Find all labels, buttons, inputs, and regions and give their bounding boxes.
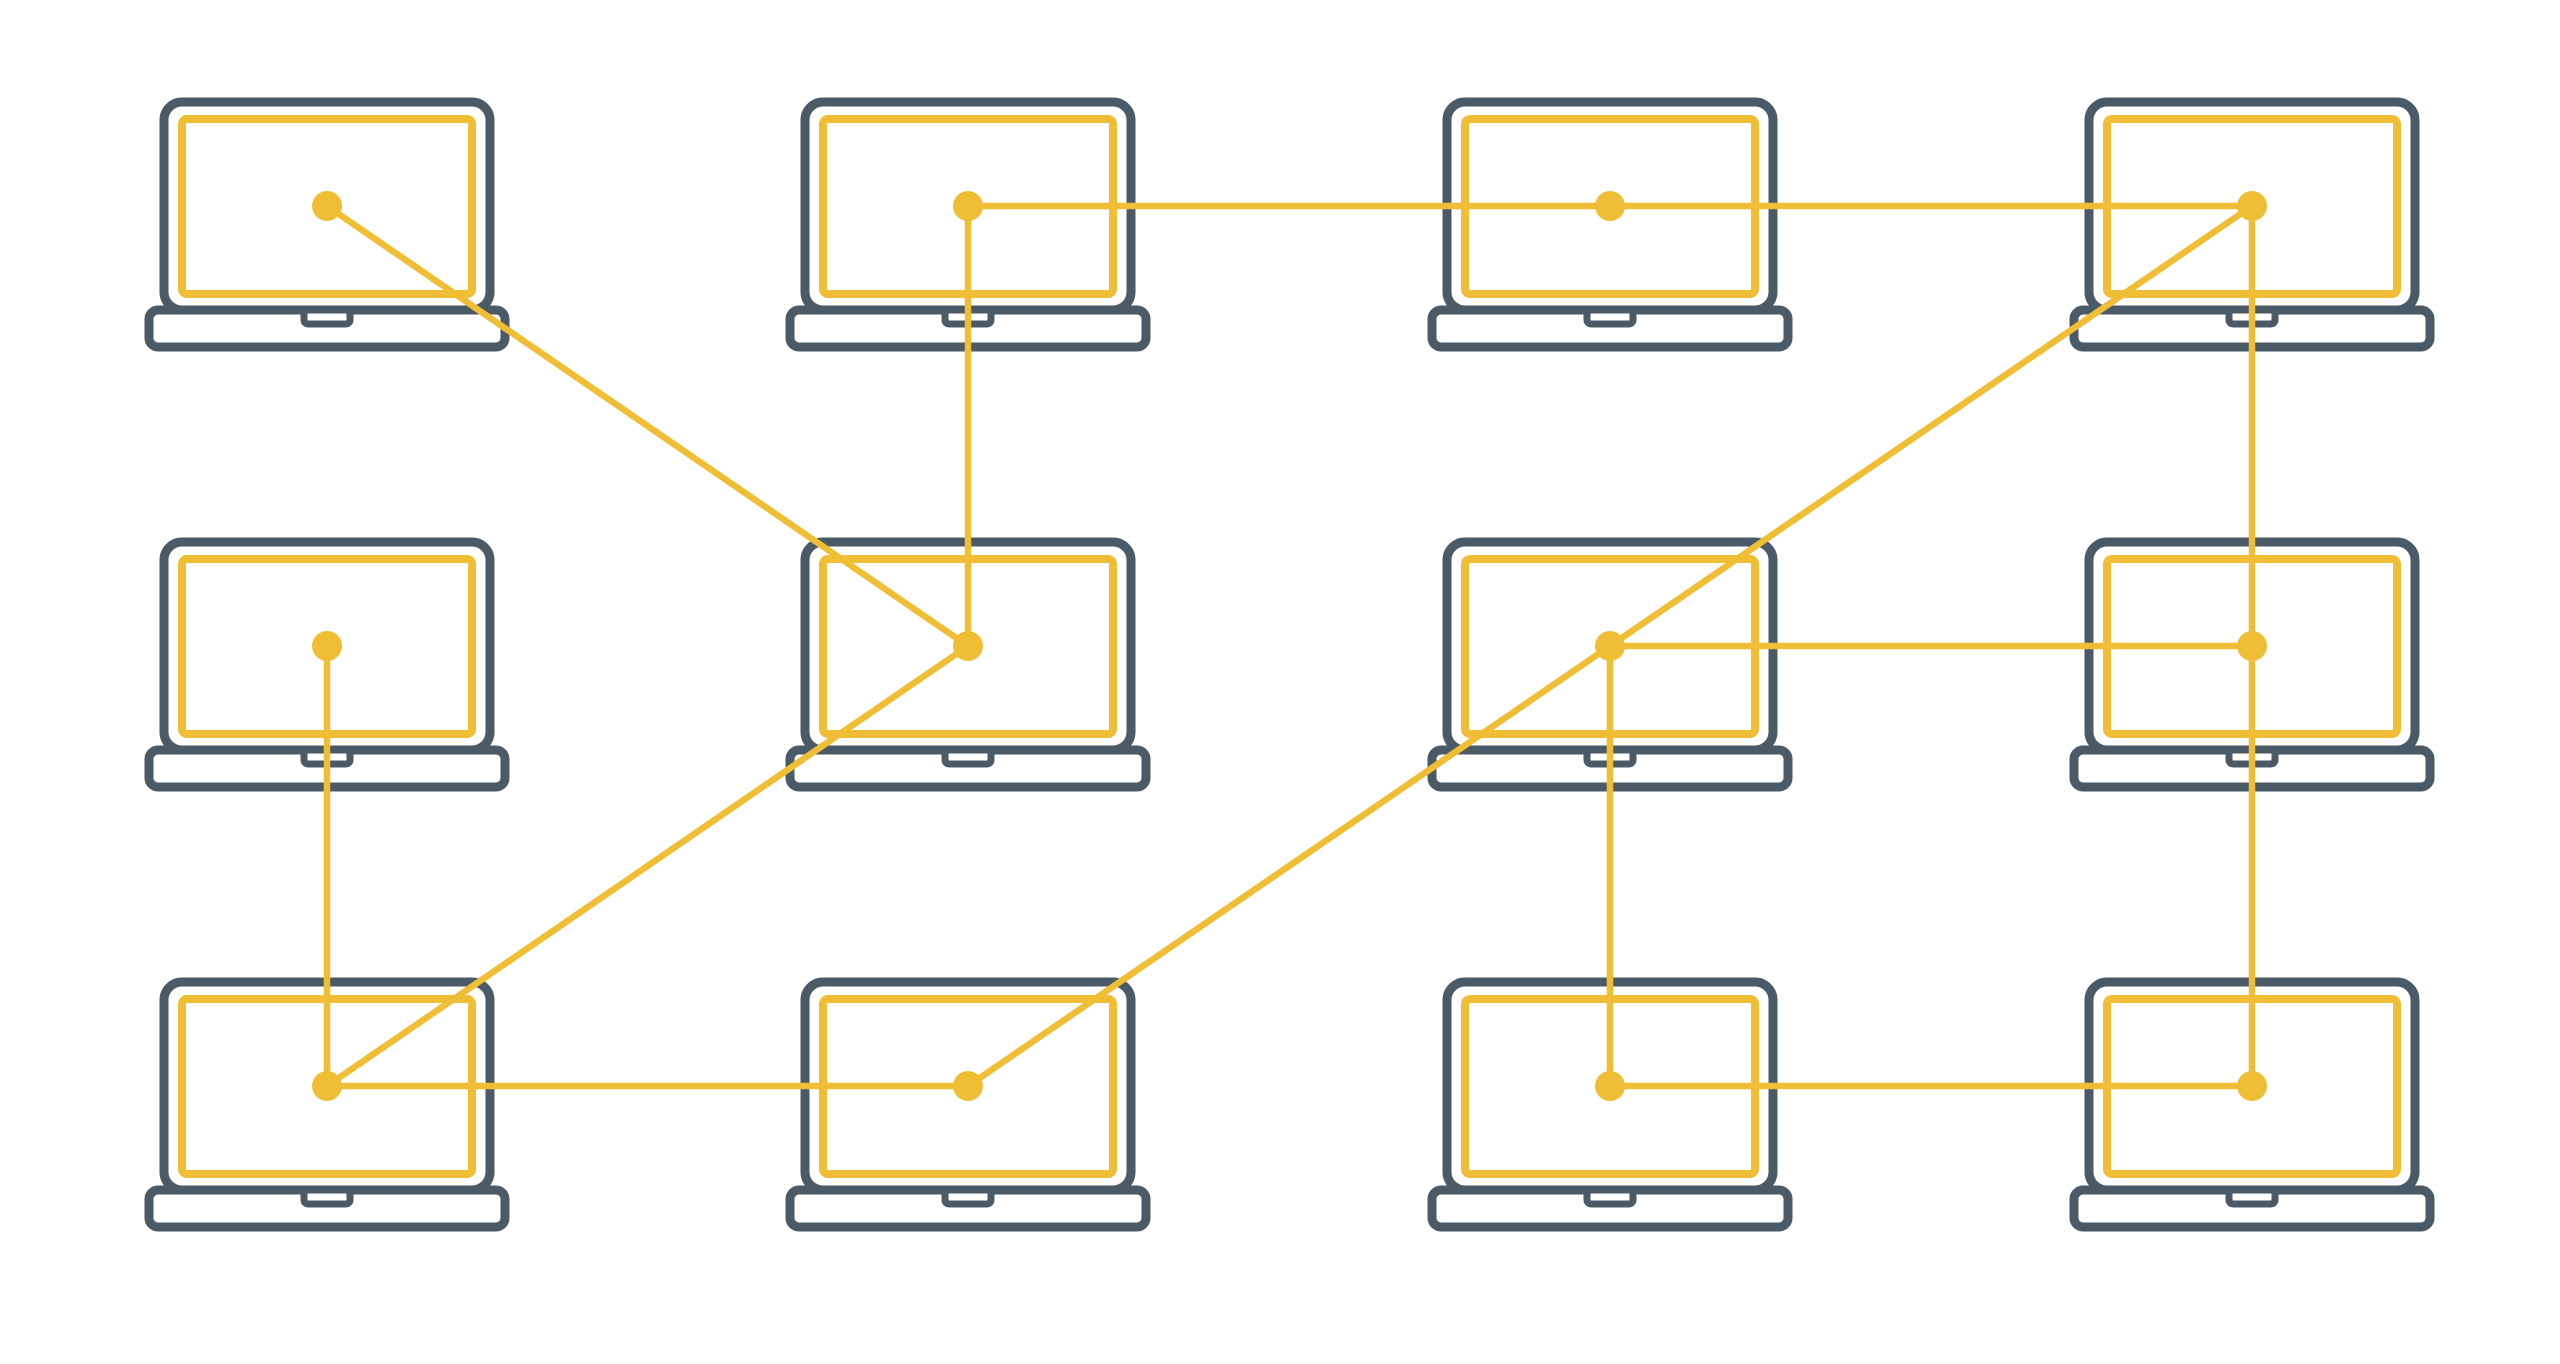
node-dot [312, 1071, 342, 1101]
node-dot [312, 631, 342, 661]
laptop-notch [2225, 1186, 2279, 1208]
laptop-notch [1583, 306, 1637, 328]
node-dot [953, 191, 983, 221]
node-dot [1595, 1071, 1625, 1101]
node-dot [1595, 631, 1625, 661]
laptop-notch [1583, 1186, 1637, 1208]
node-dots-layer [312, 191, 2267, 1101]
laptop-icon [144, 97, 510, 352]
node-dot [2237, 631, 2267, 661]
network-link [1606, 202, 2256, 650]
node-dot [2237, 191, 2267, 221]
node-dot [2237, 1071, 2267, 1101]
laptop-notch [300, 306, 354, 328]
node-dot [312, 191, 342, 221]
links-layer [323, 202, 2256, 1090]
network-link [964, 642, 1614, 1090]
laptop-notch [941, 1186, 995, 1208]
network-link [323, 642, 972, 1090]
laptop-icon [1427, 977, 1793, 1232]
laptop-icon [785, 977, 1151, 1232]
laptop-icon [1427, 97, 1793, 352]
laptop-notch [941, 746, 995, 768]
laptops-layer [144, 97, 2435, 1232]
node-dot [1595, 191, 1625, 221]
laptop-notch [300, 1186, 354, 1208]
node-dot [953, 631, 983, 661]
network-link [323, 202, 972, 650]
laptop-screen [178, 115, 476, 298]
node-dot [953, 1071, 983, 1101]
